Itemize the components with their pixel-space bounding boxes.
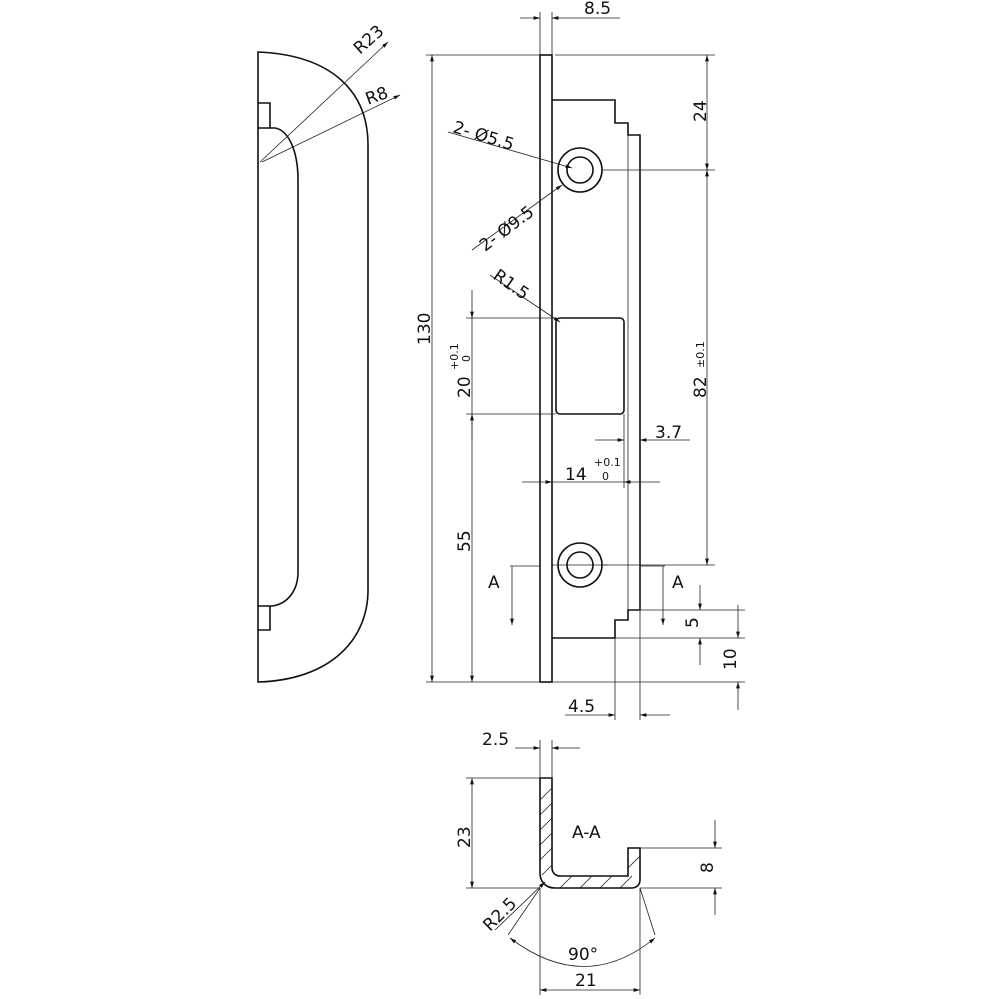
dim-3-7-label: 3.7 — [655, 423, 682, 443]
dim-23-label: 23 — [455, 826, 475, 848]
dim-20-label: 20 — [455, 376, 475, 398]
top-hole-inner — [566, 156, 594, 184]
section-hatching — [539, 787, 641, 889]
dim-8-5-label: 8.5 — [584, 0, 611, 19]
dim-2-5-label: 2.5 — [482, 730, 509, 750]
section-marker-right: A — [672, 573, 684, 593]
section-view: 2.5 23 A-A 8 R2.5 90° 21 — [455, 730, 722, 995]
hole-large-leader — [471, 184, 563, 251]
r23-leader — [259, 41, 389, 163]
front-plate-outline — [552, 99, 641, 639]
dim-10-label: 10 — [721, 648, 741, 670]
r8-label: R8 — [363, 83, 391, 110]
section-title: A-A — [572, 823, 601, 843]
dim-5-label: 5 — [683, 617, 703, 628]
dim-4-5-label: 4.5 — [568, 697, 595, 717]
dim-14-tol-minus: 0 — [602, 470, 609, 483]
dim-20-tol-plus: +0.1 — [448, 343, 461, 370]
side-view-notch-bottom — [258, 606, 271, 631]
strike-window — [555, 317, 625, 415]
r2-5-leader — [494, 881, 546, 931]
side-view-inner-contour — [258, 127, 299, 607]
r1-5-label: R1.5 — [489, 266, 532, 305]
front-flange — [539, 54, 553, 683]
r2-5-label: R2.5 — [479, 894, 521, 936]
r23-label: R23 — [350, 21, 388, 58]
r8-leader — [261, 94, 401, 163]
dim-24-label: 24 — [691, 100, 711, 122]
dim-14-label: 14 — [565, 465, 587, 485]
dim-82-label: 82 — [691, 376, 711, 398]
angle-90-label: 90° — [568, 945, 598, 965]
hole-large-label: 2- Ø9.5 — [476, 202, 538, 256]
dim-20-tol-minus: 0 — [460, 355, 473, 362]
dim-14-tol-plus: +0.1 — [594, 456, 621, 469]
dim-55-label: 55 — [455, 530, 475, 552]
side-view-notch-top — [258, 102, 271, 128]
section-marker-left: A — [488, 573, 500, 593]
side-view-outline — [257, 51, 369, 683]
dim-82-tol: ±0.1 — [694, 341, 707, 368]
r1-5-leader — [489, 274, 561, 323]
dim-8-label: 8 — [698, 862, 718, 873]
dim-21-label: 21 — [575, 971, 597, 991]
dim-130-label: 130 — [415, 313, 435, 345]
hole-small-leader — [447, 131, 573, 169]
angle-90-arc — [509, 937, 656, 967]
front-view: 8.5 130 24 82 ±0.1 2- Ø5.5 2- Ø9.5 R1.5 … — [415, 0, 745, 720]
hole-small-label: 2- Ø5.5 — [451, 118, 517, 155]
side-view: R23 R8 — [257, 21, 401, 683]
top-hole-outer — [557, 147, 603, 193]
